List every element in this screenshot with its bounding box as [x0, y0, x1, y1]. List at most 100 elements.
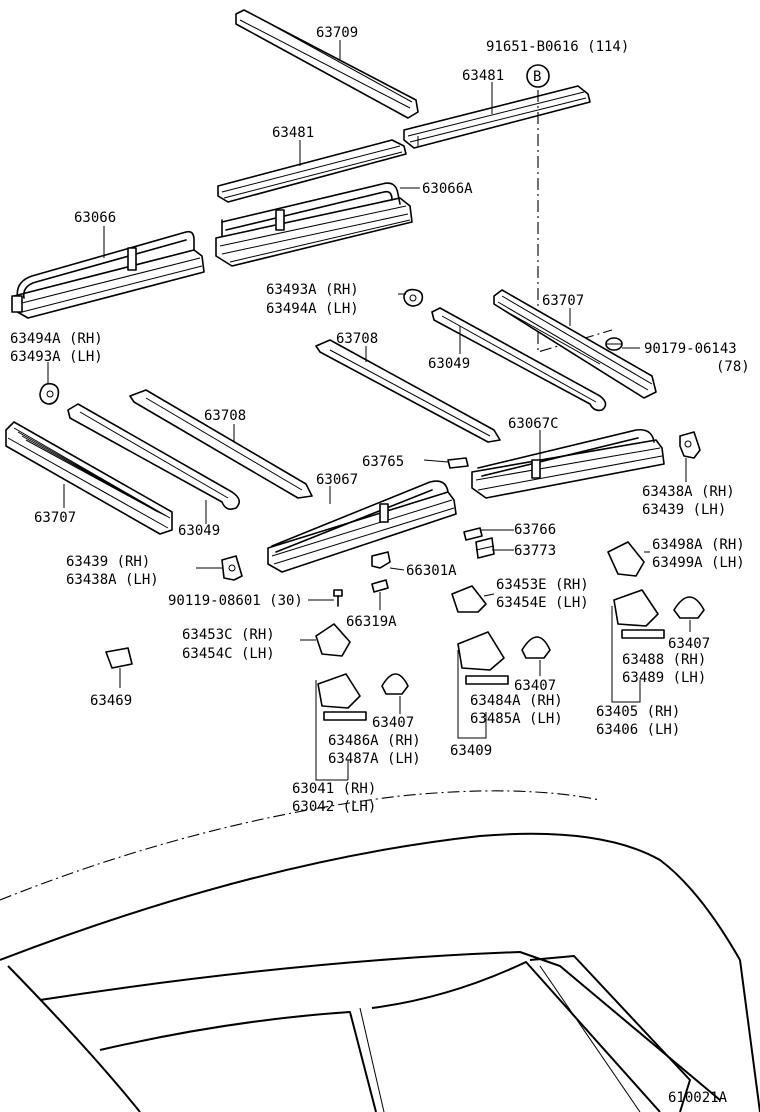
label-63405-rh: 63405 (RH)	[596, 704, 680, 720]
label-63067c: 63067C	[508, 416, 559, 432]
label-63066a: 63066A	[422, 181, 473, 197]
label-63498a-rh: 63498A (RH)	[652, 537, 745, 553]
part-63066a-side-rail	[215, 182, 413, 267]
parts-drawings	[5, 9, 705, 721]
label-66301a: 66301A	[406, 563, 457, 579]
part-63405-foot	[613, 589, 665, 639]
part-63708-strut-left	[129, 389, 313, 499]
label-90119-08601: 90119-08601 (30)	[168, 593, 303, 609]
label-63042-lh: 63042 (LH)	[292, 799, 376, 815]
label-63066: 63066	[74, 210, 116, 226]
label-63041-rh: 63041 (RH)	[292, 781, 376, 797]
part-63494a-clip	[39, 382, 60, 405]
part-66301a-bracket	[371, 551, 391, 569]
label-63406-lh: 63406 (LH)	[596, 722, 680, 738]
label-63485a-lh: 63485A (LH)	[470, 711, 563, 727]
roof-side	[739, 959, 760, 1112]
callout-b-circle	[526, 64, 550, 88]
vehicle-roof-outline	[0, 790, 760, 1112]
label-63499a-lh: 63499A (LH)	[652, 555, 745, 571]
label-63709: 63709	[316, 25, 358, 41]
label-63469: 63469	[90, 693, 132, 709]
label-63439-rh: 63439 (RH)	[66, 554, 150, 570]
label-63407-c: 63407	[668, 636, 710, 652]
part-63708-strut-right	[315, 339, 501, 443]
label-63486a-rh: 63486A (RH)	[328, 733, 421, 749]
label-63707-right: 63707	[542, 293, 584, 309]
part-63709-cross-channel	[235, 9, 419, 119]
part-63407-cap-b	[521, 636, 551, 659]
label-90179-06143: 90179-06143	[644, 341, 737, 357]
window-front	[99, 1011, 377, 1112]
part-63498a-bracket	[607, 541, 645, 577]
door-frame	[39, 951, 721, 1101]
part-90119-bolt	[333, 589, 343, 607]
diagram-id: 610021A	[668, 1090, 728, 1106]
label-63489-lh: 63489 (LH)	[622, 670, 706, 686]
label-63439-lh-right: 63439 (LH)	[642, 502, 726, 518]
part-63493a-clip	[403, 288, 424, 307]
part-63067c-side-rail	[471, 428, 665, 499]
label-63488-rh: 63488 (RH)	[622, 652, 706, 668]
label-63766: 63766	[514, 522, 556, 538]
part-63438a-bracket-right	[679, 431, 701, 459]
part-63453c-bracket	[315, 623, 351, 657]
label-63049-left: 63049	[178, 523, 220, 539]
window-mid	[371, 961, 661, 1112]
label-63453c-rh: 63453C (RH)	[182, 627, 275, 643]
part-63453e-bracket	[451, 585, 487, 613]
label-63453e-rh: 63453E (RH)	[496, 577, 589, 593]
label-63407-a: 63407	[372, 715, 414, 731]
part-63707-rail-left	[5, 421, 173, 535]
label-66319a: 66319A	[346, 614, 397, 630]
part-63049-cross-bar-left	[67, 403, 240, 510]
part-63409-foot	[457, 631, 509, 685]
label-90179-qty: (78)	[716, 359, 750, 375]
label-63707-left: 63707	[34, 510, 76, 526]
label-63494a-lh: 63494A (LH)	[266, 301, 359, 317]
label-63708-left: 63708	[204, 408, 246, 424]
label-63765: 63765	[362, 454, 404, 470]
part-63773-bracket	[475, 537, 495, 559]
label-63493a-lh: 63493A (LH)	[10, 349, 103, 365]
part-63469-clip	[105, 647, 133, 669]
label-63454e-lh: 63454E (LH)	[496, 595, 589, 611]
part-63066-side-rail	[11, 230, 205, 319]
label-63049-right: 63049	[428, 356, 470, 372]
part-63481-rail-left	[217, 139, 407, 203]
label-63484a-rh: 63484A (RH)	[470, 693, 563, 709]
label-63481-right: 63481	[462, 68, 504, 84]
callout-b-letter: B	[533, 69, 541, 85]
part-number-labels: 63709 91651-B0616 (114) B 63481 63481 63…	[10, 25, 750, 1106]
part-63407-cap-a	[381, 673, 409, 695]
label-63487a-lh: 63487A (LH)	[328, 751, 421, 767]
roof-centerline	[0, 790, 601, 901]
label-63067: 63067	[316, 472, 358, 488]
part-66319a-plate	[371, 579, 389, 593]
label-63708-right: 63708	[336, 331, 378, 347]
label-63494a-rh: 63494A (RH)	[10, 331, 103, 347]
label-63438a-lh: 63438A (LH)	[66, 572, 159, 588]
roof-edge	[0, 832, 741, 961]
label-91651-b0616: 91651-B0616 (114)	[486, 39, 629, 55]
label-63481-left: 63481	[272, 125, 314, 141]
part-90179-nut	[605, 337, 623, 351]
part-63067-side-rail	[267, 480, 457, 573]
part-63041-foot	[317, 673, 367, 721]
part-63766-pad	[463, 527, 483, 541]
label-63438a-rh: 63438A (RH)	[642, 484, 735, 500]
part-63765-plate	[447, 457, 469, 469]
windshield-frame	[7, 965, 141, 1112]
label-63409: 63409	[450, 743, 492, 759]
part-63439-bracket-left	[221, 555, 243, 581]
label-63454c-lh: 63454C (LH)	[182, 646, 275, 662]
part-63407-cap-c	[673, 596, 705, 619]
leader-lines	[47, 40, 691, 781]
part-63707-rail-right	[493, 289, 657, 399]
callout-b-leader	[537, 90, 613, 353]
part-63481-rail-right	[403, 85, 591, 149]
part-63049-cross-bar-right	[431, 307, 607, 412]
pillar-line	[359, 965, 641, 1112]
window-rear	[529, 955, 691, 1112]
